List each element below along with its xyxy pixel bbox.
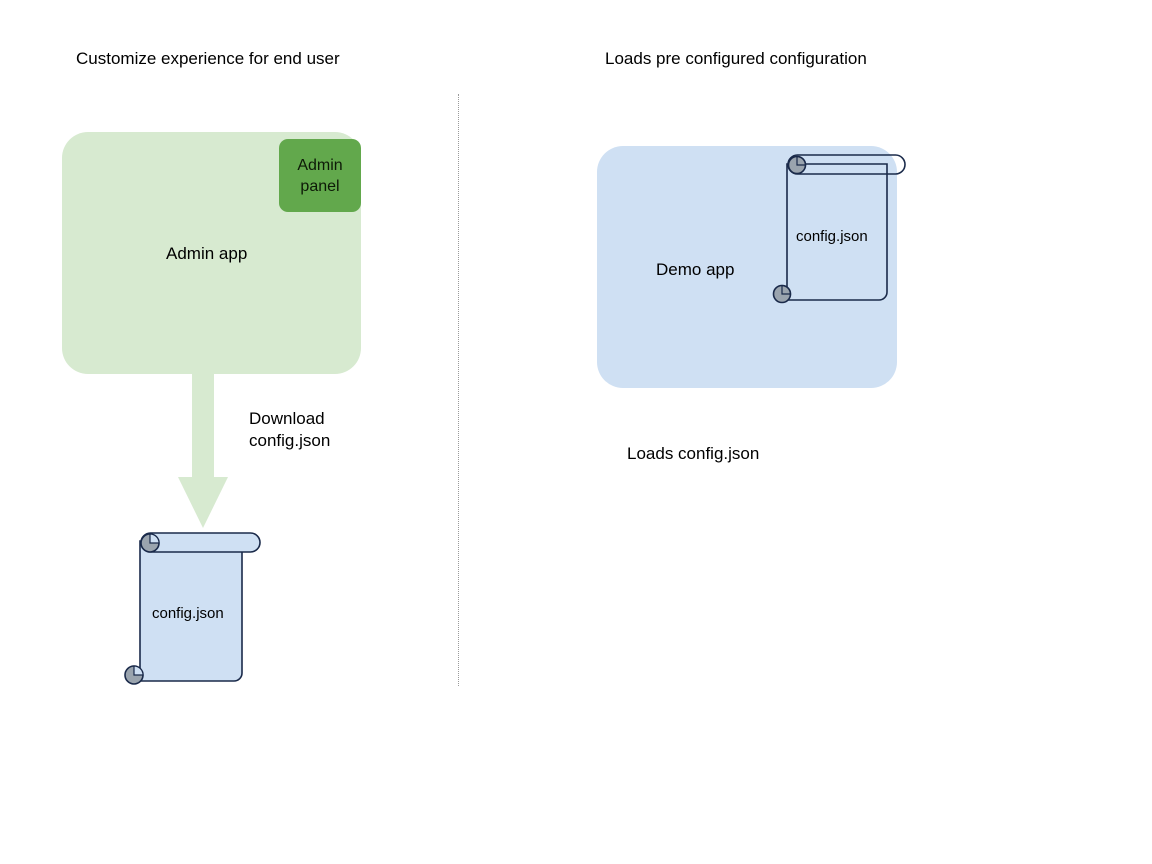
right-panel-title: Loads pre configured configuration [605, 49, 867, 68]
demo-app-label: Demo app [656, 260, 735, 279]
demo-app-box [597, 146, 897, 388]
scroll-document-icon [772, 154, 906, 304]
loads-config-caption: Loads config.json [627, 444, 760, 463]
download-caption-line2: config.json [249, 431, 331, 450]
down-arrow-icon [178, 372, 228, 528]
dotted-vertical-divider [458, 94, 459, 686]
admin-panel-label: Admin panel [297, 156, 343, 195]
admin-panel-box[interactable]: Admin panel [279, 139, 361, 212]
scroll-document-icon [124, 532, 261, 685]
right-config-file-label: config.json [796, 228, 868, 245]
left-panel-title: Customize experience for end user [76, 49, 340, 68]
download-arrow-caption: Download config.json [249, 408, 330, 452]
admin-app-label: Admin app [166, 244, 248, 263]
left-config-file-label: config.json [152, 605, 224, 622]
download-caption-line1: Download [249, 409, 325, 428]
